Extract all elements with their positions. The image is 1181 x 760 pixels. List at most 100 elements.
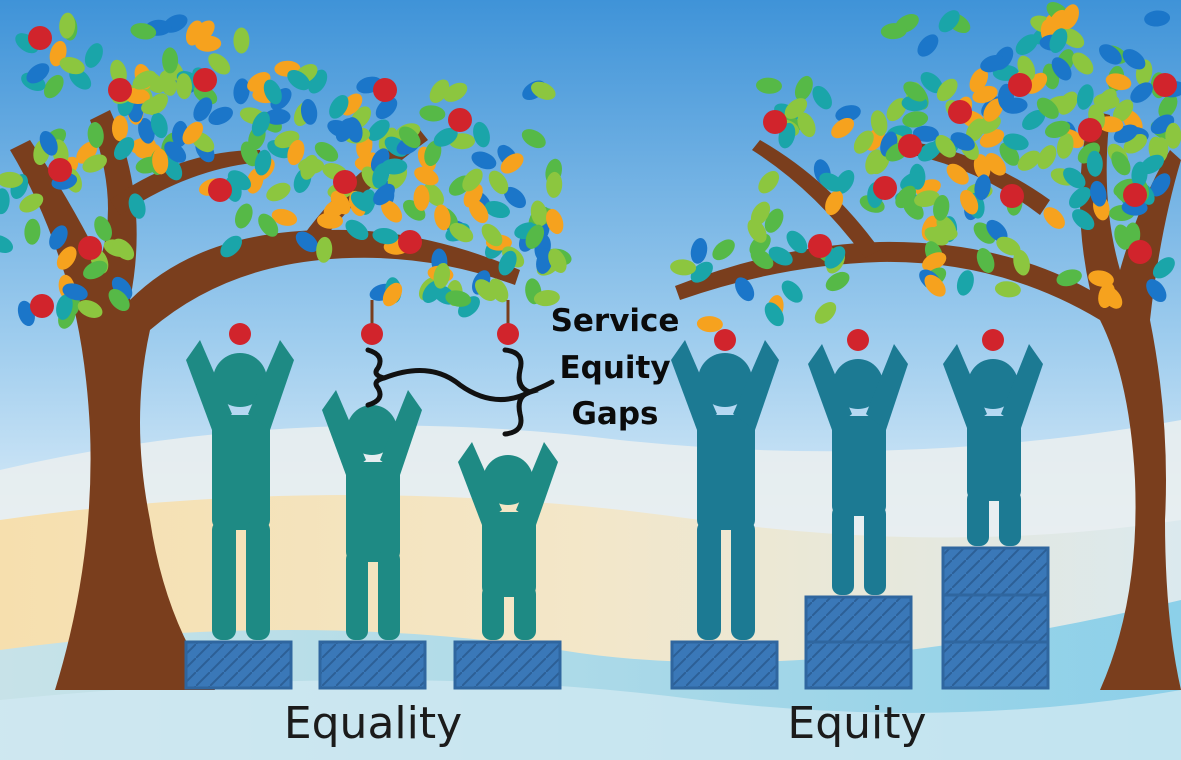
leaf bbox=[1131, 161, 1148, 188]
leaf bbox=[979, 129, 1005, 148]
leaf bbox=[433, 262, 451, 289]
leaf bbox=[329, 94, 349, 119]
leaf bbox=[548, 248, 567, 273]
leaf bbox=[113, 137, 135, 160]
leaf bbox=[381, 200, 403, 223]
leaf bbox=[886, 98, 907, 122]
leaf bbox=[159, 70, 177, 96]
leaf bbox=[350, 191, 374, 212]
leaf bbox=[434, 204, 451, 231]
leaf bbox=[1122, 49, 1146, 70]
leaf bbox=[233, 78, 250, 105]
leaf bbox=[263, 79, 282, 105]
leaf bbox=[1130, 82, 1153, 103]
leaf bbox=[983, 98, 1004, 122]
tree-apple bbox=[48, 158, 72, 182]
leaf bbox=[295, 231, 319, 253]
leaf bbox=[316, 236, 333, 263]
leaf bbox=[781, 280, 803, 303]
tree-apple bbox=[1000, 184, 1024, 208]
tree-apple bbox=[763, 110, 787, 134]
leaf bbox=[922, 252, 947, 271]
person-short-equality bbox=[458, 442, 558, 640]
leaf bbox=[300, 98, 318, 125]
leaf bbox=[546, 171, 563, 198]
leaf bbox=[233, 27, 250, 54]
leaf bbox=[59, 12, 76, 39]
equity-caption: Equity bbox=[787, 698, 926, 749]
leaf bbox=[128, 193, 146, 219]
leaf bbox=[1076, 84, 1094, 110]
leaf bbox=[468, 199, 489, 224]
crate bbox=[941, 640, 1050, 690]
leaf bbox=[1001, 97, 1028, 114]
tree-apple bbox=[1078, 118, 1102, 142]
leaf bbox=[382, 282, 403, 307]
tree-leaves bbox=[0, 2, 1181, 333]
leaf bbox=[938, 10, 960, 33]
leaf bbox=[976, 248, 995, 273]
leaf bbox=[1049, 28, 1068, 53]
crate bbox=[453, 640, 562, 690]
leaf bbox=[271, 208, 298, 226]
leaf bbox=[931, 224, 958, 241]
leaf bbox=[87, 122, 104, 148]
tree-apple bbox=[333, 170, 357, 194]
leaf bbox=[1090, 180, 1107, 207]
leaf bbox=[112, 238, 135, 261]
leaf bbox=[367, 119, 390, 141]
leaf bbox=[234, 203, 253, 229]
leaf bbox=[77, 300, 103, 318]
leaf bbox=[935, 135, 956, 158]
leaf bbox=[735, 277, 755, 302]
leaf bbox=[227, 170, 251, 191]
leaf bbox=[195, 35, 222, 52]
leaf bbox=[814, 302, 837, 324]
leaf bbox=[19, 193, 44, 213]
leaf bbox=[903, 81, 927, 102]
leaf bbox=[373, 183, 395, 206]
leaf bbox=[111, 115, 129, 142]
leaf bbox=[419, 105, 446, 122]
leaf bbox=[449, 222, 474, 243]
leaf bbox=[825, 271, 850, 292]
leaf bbox=[835, 105, 861, 122]
leaf bbox=[936, 78, 958, 102]
leaf bbox=[433, 127, 458, 147]
leaf bbox=[314, 141, 339, 162]
leaf bbox=[670, 259, 697, 276]
leaf bbox=[240, 141, 259, 167]
leaf bbox=[481, 223, 503, 247]
leaf bbox=[1003, 133, 1029, 151]
tree-apple bbox=[108, 78, 132, 102]
leaf bbox=[504, 186, 526, 209]
leaf bbox=[471, 151, 497, 170]
left-tree-trunk bbox=[10, 110, 520, 690]
leaf bbox=[24, 218, 41, 245]
leaf bbox=[974, 174, 991, 201]
leaf bbox=[960, 189, 979, 215]
leaf bbox=[786, 230, 808, 254]
person-tall-equality bbox=[186, 340, 294, 640]
leaf bbox=[414, 166, 439, 186]
leaf bbox=[62, 283, 88, 301]
leaf bbox=[413, 184, 430, 211]
leaf bbox=[1036, 97, 1059, 119]
gap-label-line-1: Service bbox=[551, 303, 680, 339]
gap-label-line-2: Equity bbox=[559, 350, 670, 386]
leaf bbox=[1013, 249, 1030, 276]
apple-unreached bbox=[497, 323, 519, 345]
leaf bbox=[484, 200, 510, 219]
person-medium-equality bbox=[322, 390, 422, 640]
leaf bbox=[1069, 186, 1091, 209]
tree-apple bbox=[808, 234, 832, 258]
leaf bbox=[812, 85, 832, 110]
leaf bbox=[83, 260, 108, 280]
leaf bbox=[784, 98, 808, 119]
leaf bbox=[345, 219, 369, 241]
apple bbox=[714, 329, 736, 351]
leaf bbox=[747, 219, 767, 243]
leaf bbox=[39, 130, 58, 156]
leaf bbox=[794, 75, 813, 101]
